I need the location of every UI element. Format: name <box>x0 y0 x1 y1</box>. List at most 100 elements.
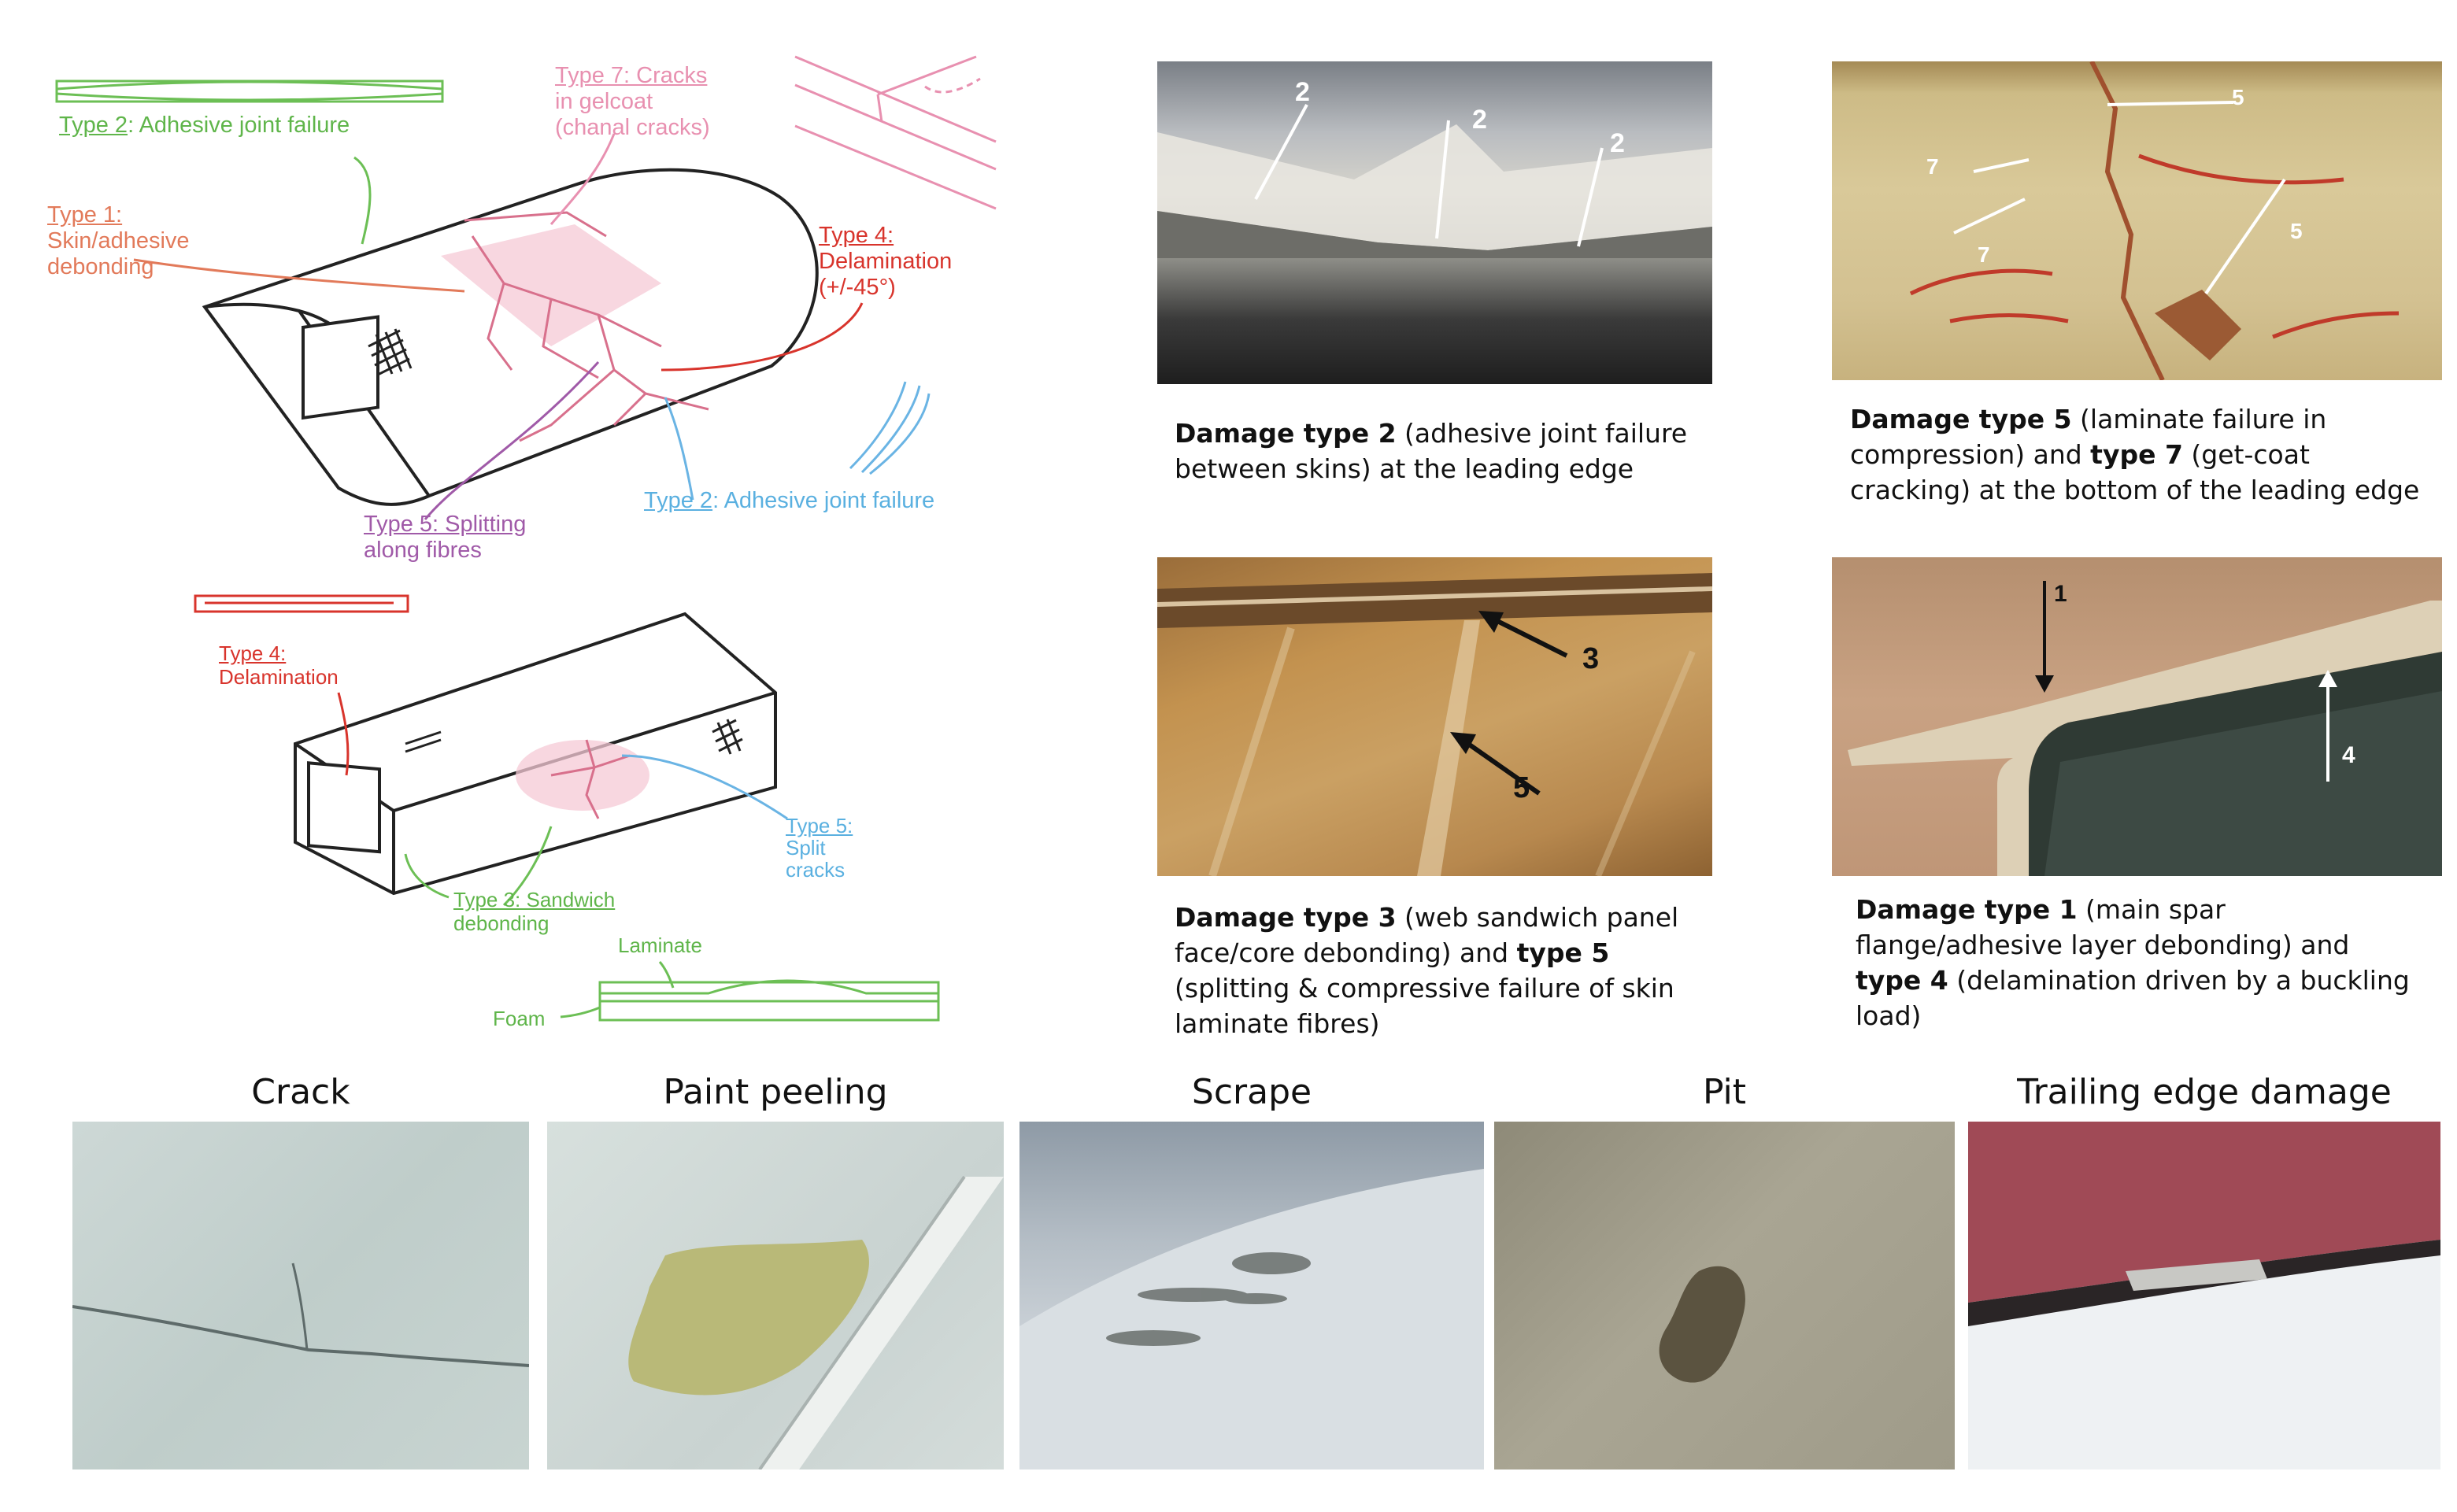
label-blade-type5-line2: along fibres <box>364 538 482 563</box>
photo-damage-type1-4: 1 4 <box>1832 557 2442 876</box>
tile-scrape <box>1019 1122 1484 1469</box>
label-blade-type1-line2: Skin/adhesive <box>47 228 190 253</box>
photo-damage-type2: 2 2 2 <box>1157 61 1712 384</box>
caption-p1-text1: (adhesive joint failure between skins) a… <box>1175 418 1688 484</box>
label-spar-type5: Type 5: Split cracks <box>786 815 853 881</box>
tile-trailing-edge-damage <box>1968 1122 2440 1469</box>
label-blade-type2-top-rest: : Adhesive joint failure <box>128 113 350 138</box>
bottom-heading-crack: Crack <box>251 1072 350 1112</box>
gelcoat-crack-detail-sketch <box>794 55 997 210</box>
photo-damage-type3-5: 3 5 <box>1157 557 1712 876</box>
leader-spar-type4 <box>337 692 350 776</box>
photo1-marker-1: 2 <box>1295 77 1310 107</box>
caption-p4-text1: (main spar flange/adhesive layer debondi… <box>1856 894 2350 960</box>
photo1-marker-2: 2 <box>1472 105 1487 135</box>
leader-type1 <box>133 258 465 293</box>
photo1-marker-3: 2 <box>1610 128 1625 158</box>
leader-type5 <box>424 360 600 520</box>
label-foam: Foam <box>493 1007 546 1030</box>
label-blade-type7-line2: in gelcoat <box>555 89 653 114</box>
laminate-foam-detail <box>560 961 940 1022</box>
label-blade-type4-line2: Delamination <box>819 249 953 274</box>
caption-damage-type5-7: Damage type 5 (laminate failure in compr… <box>1850 401 2425 508</box>
label-blade-type7: Type 7: Cracks in gelcoat (chanal cracks… <box>555 63 710 141</box>
photo2-marker-3: 7 <box>1978 242 1990 267</box>
leader-type4 <box>661 302 864 372</box>
caption-p4-text2: (delamination driven by a buckling load) <box>1856 965 2410 1031</box>
label-spar-type5-line1: Type 5: <box>786 814 853 837</box>
caption-p2-text2: (get-coat cracking) at the bottom of the… <box>1850 439 2420 505</box>
label-spar-type5-line2: Split <box>786 836 826 860</box>
photo2-marker-2: 7 <box>1926 154 1939 179</box>
label-blade-type1: Type 1: Skin/adhesive debonding <box>47 202 190 280</box>
label-blade-type2-top: Type 2: Adhesive joint failure <box>59 113 350 139</box>
bottom-heading-pit: Pit <box>1702 1072 1747 1112</box>
label-blade-type4-line1: Type 4: <box>819 223 894 248</box>
caption-damage-type3-5: Damage type 3 (web sandwich panel face/c… <box>1175 900 1694 1041</box>
label-spar-type3-line2: debonding <box>453 911 549 935</box>
tile-pit <box>1494 1122 1955 1469</box>
fibre-crosshatch-mark <box>368 328 413 376</box>
leader-type7 <box>549 133 616 225</box>
bottom-heading-scrape: Scrape <box>1191 1072 1312 1112</box>
leader-type2-top <box>353 156 372 245</box>
caption-p3-bold2: type 5 <box>1516 937 1610 968</box>
bottom-heading-trailing-edge-damage: Trailing edge damage <box>2017 1072 2392 1112</box>
label-blade-type4: Type 4: Delamination (+/-45°) <box>819 223 952 301</box>
photo4-marker-2: 4 <box>2342 742 2355 768</box>
label-blade-type2-bottom-rest: : Adhesive joint failure <box>712 488 935 513</box>
bottom-heading-paint-peeling: Paint peeling <box>663 1072 888 1112</box>
caption-p2-bold1: Damage type 5 <box>1850 404 2072 434</box>
caption-damage-type1-4: Damage type 1 (main spar flange/adhesive… <box>1856 892 2422 1033</box>
caption-p2-bold2: type 7 <box>2090 439 2183 470</box>
caption-p3-bold1: Damage type 3 <box>1175 902 1397 933</box>
leader-spar-type3-a <box>404 853 450 899</box>
caption-p3-text2: (splitting & compressive failure of skin… <box>1175 973 1674 1039</box>
schematic-panel: Type 2: Adhesive joint failure Type 7: C… <box>0 0 1102 1055</box>
spar-crosshatch-mark <box>712 719 743 755</box>
label-blade-type7-line3: (chanal cracks) <box>555 115 710 140</box>
label-spar-type5-line3: cracks <box>786 858 846 882</box>
label-blade-type4-line3: (+/-45°) <box>819 275 896 300</box>
caption-p4-bold1: Damage type 1 <box>1856 894 2078 925</box>
label-blade-type1-line1: Type 1: <box>47 202 123 227</box>
photo-damage-type5-7: 5 7 7 5 <box>1832 61 2442 380</box>
caption-damage-type2: Damage type 2 (adhesive joint failure be… <box>1175 416 1694 486</box>
label-blade-type2-bottom: Type 2: Adhesive joint failure <box>644 488 934 514</box>
photo2-marker-1: 5 <box>2232 85 2244 109</box>
caption-p3-text1: (web sandwich panel face/core debonding)… <box>1175 902 1679 968</box>
label-blade-type1-line3: debonding <box>47 254 154 279</box>
label-spar-type3-line1: Type 3: Sandwich <box>453 888 616 911</box>
spar-crack-lines <box>550 739 631 819</box>
blade-airfoil-body <box>202 168 819 506</box>
label-blade-type7-line1: Type 7: Cracks <box>555 63 708 88</box>
spar-laminate-icon <box>194 594 409 613</box>
blade-schematic-drawing <box>55 55 997 1022</box>
leader-spar-type3-b <box>502 826 553 907</box>
label-spar-type3: Type 3: Sandwich debonding <box>453 888 615 935</box>
caption-p4-bold2: type 4 <box>1856 965 1948 996</box>
caption-p2-text1: (laminate failure in compression) and <box>1850 404 2327 470</box>
adhesive-joint-laminate-icon <box>55 79 444 103</box>
caption-p1-bold1: Damage type 2 <box>1175 418 1397 449</box>
leader-spar-type5 <box>621 754 788 820</box>
tile-paint-peeling <box>547 1122 1004 1469</box>
label-spar-type4-line1: Type 4: <box>219 641 287 665</box>
tile-crack <box>72 1122 529 1469</box>
photo4-marker-1: 1 <box>2054 581 2067 607</box>
label-laminate: Laminate <box>618 933 702 957</box>
label-blade-type2-bottom-prefix: Type 2 <box>644 488 713 513</box>
crack-shaded-area <box>441 224 661 346</box>
label-blade-type5-line1: Type 5: Splitting <box>364 512 527 537</box>
label-spar-type4: Type 4: Delamination <box>219 641 339 689</box>
spar-marks <box>405 730 442 753</box>
adhesive-joint-detail-sketch <box>849 381 931 475</box>
photo3-marker-2: 5 <box>1513 771 1530 804</box>
label-blade-type2-top-prefix: Type 2 <box>59 113 128 138</box>
leader-type2-bottom <box>664 397 694 501</box>
label-spar-type4-line2: Delamination <box>219 665 339 689</box>
photo3-marker-1: 3 <box>1582 642 1600 675</box>
spar-crack-shade <box>516 740 649 811</box>
blade-crack-lines <box>464 211 709 442</box>
photo2-marker-4: 5 <box>2290 219 2303 243</box>
